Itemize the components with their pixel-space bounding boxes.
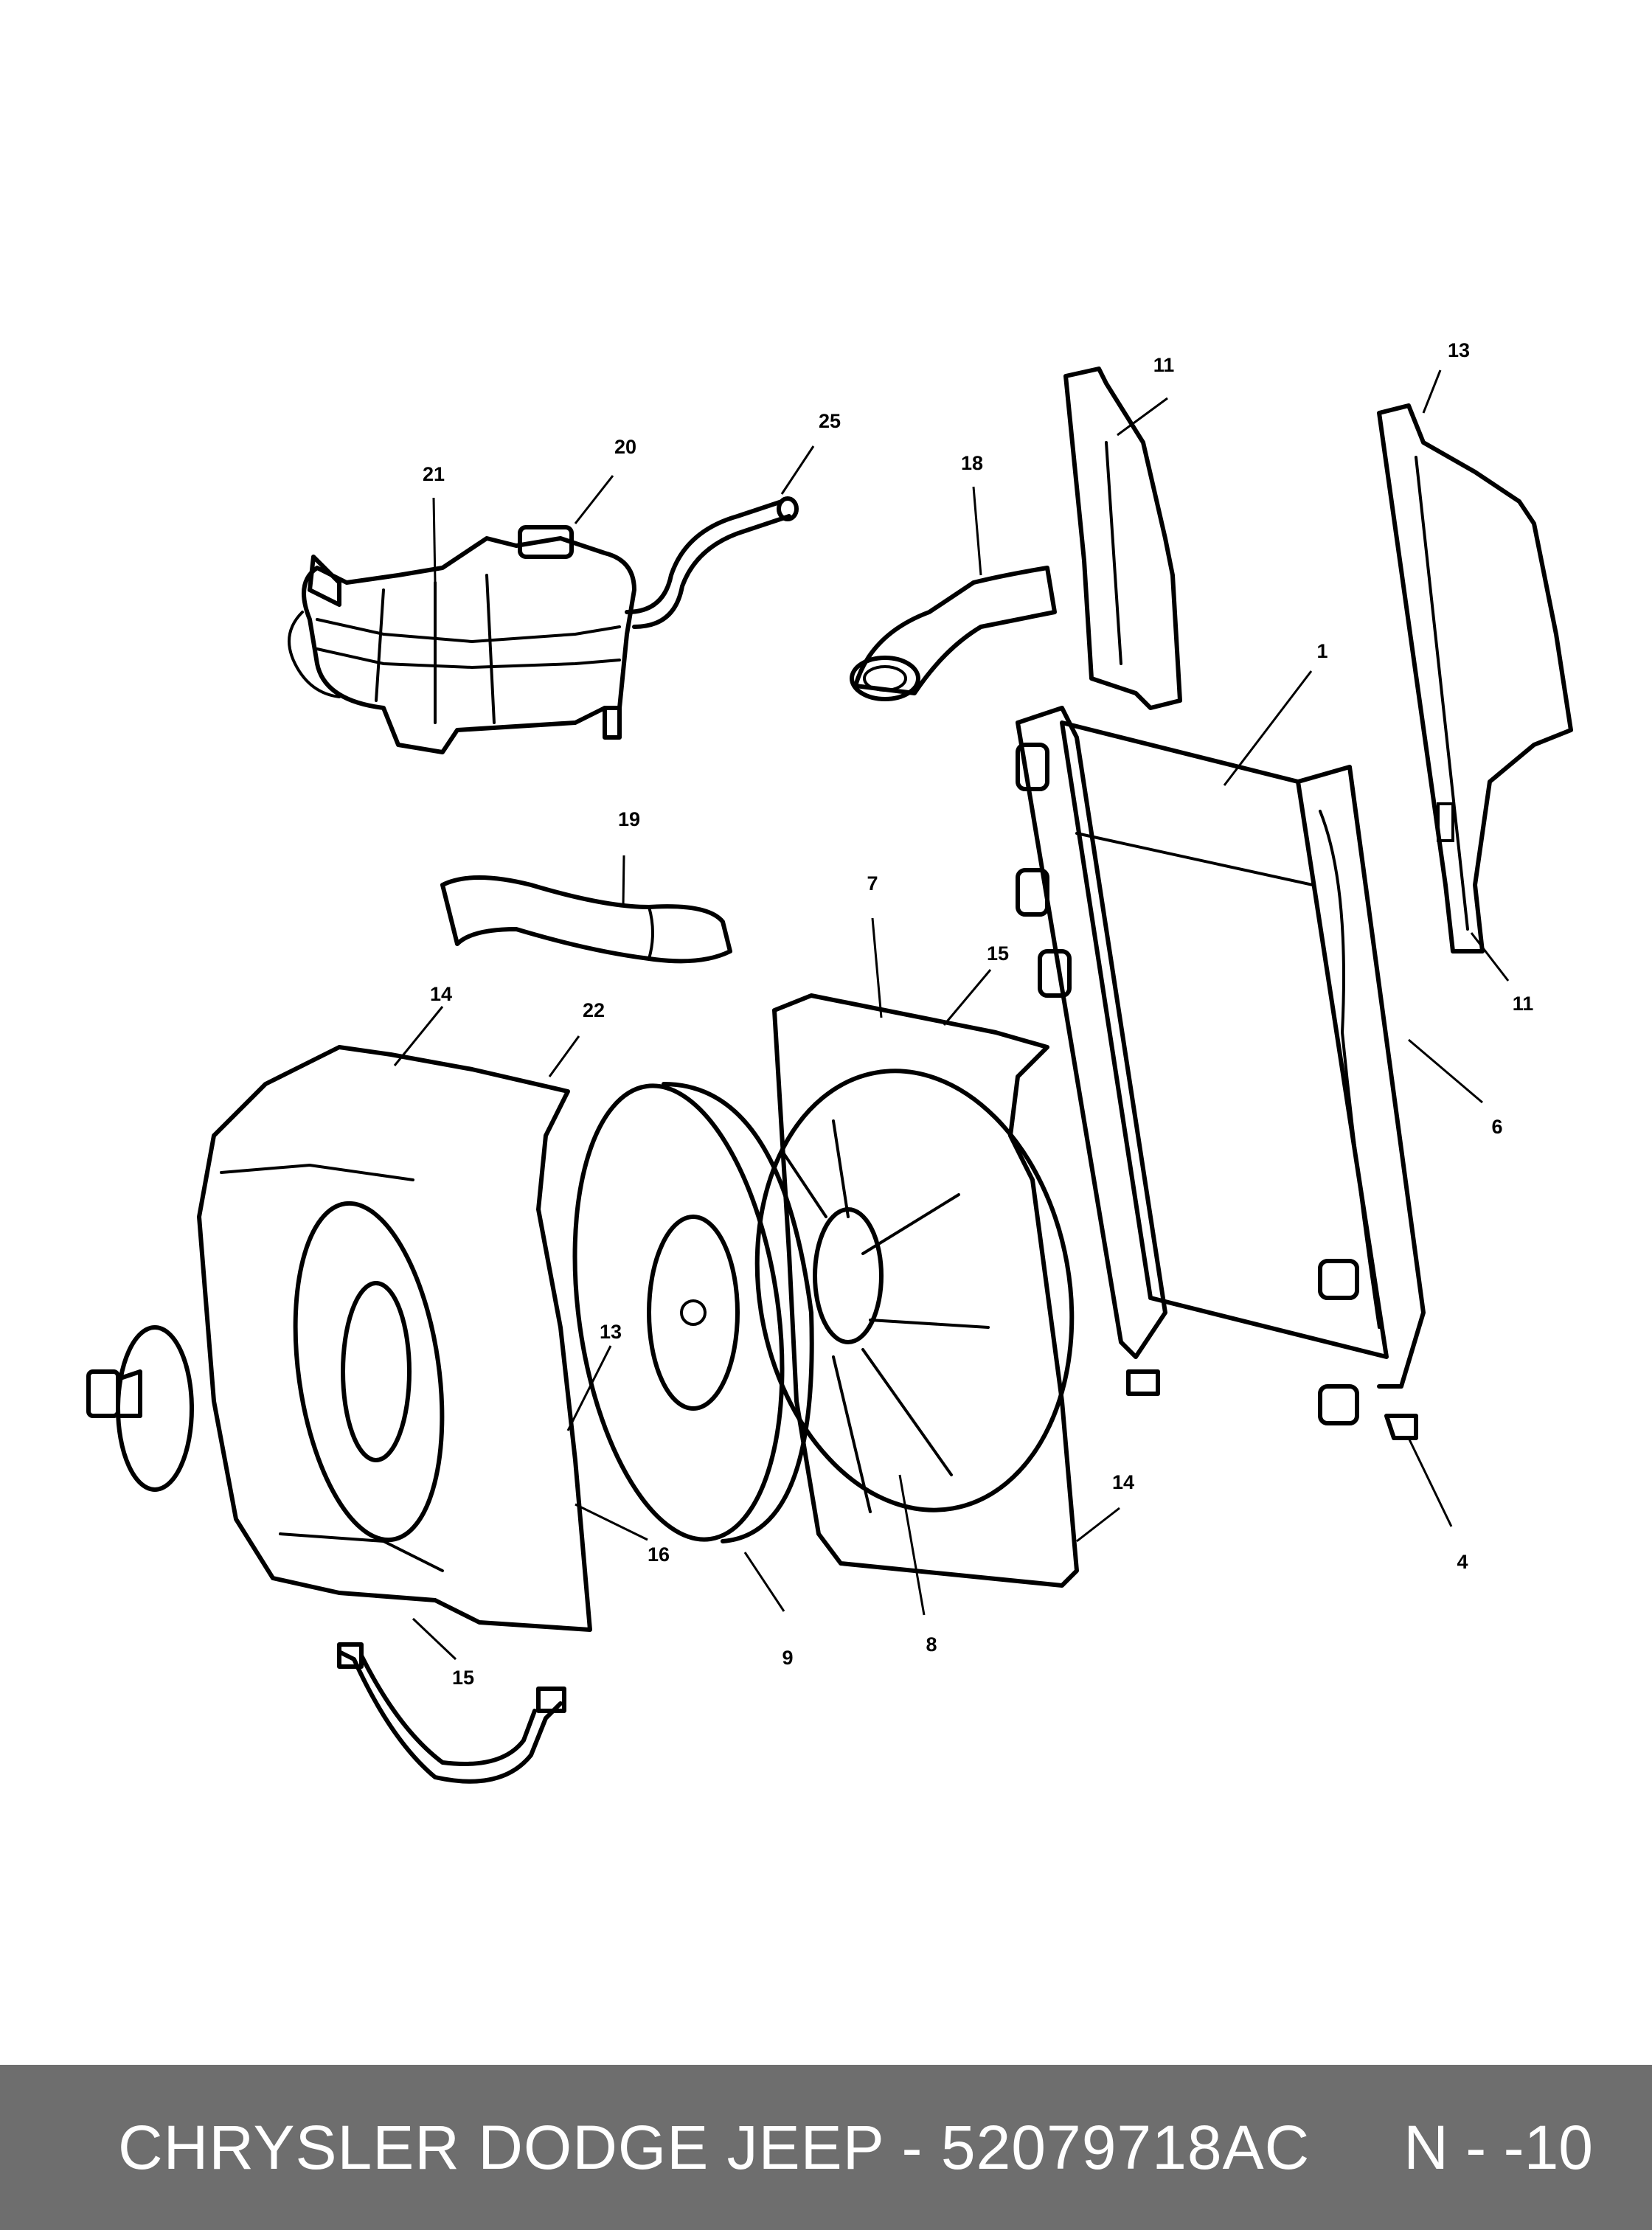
callout-7: 7 <box>867 872 878 895</box>
radiator <box>1016 706 1426 1440</box>
callout-1: 1 <box>1316 640 1328 662</box>
callout-25: 25 <box>819 410 841 432</box>
callout-11-top: 11 <box>1153 354 1175 376</box>
callout-6: 6 <box>1491 1116 1502 1138</box>
parts-diagram: 1 4 6 7 8 9 11 11 13 13 14 14 15 15 16 1… <box>86 339 1573 1784</box>
callout-9: 9 <box>782 1647 793 1669</box>
wire-harness <box>337 1642 566 1784</box>
callout-13-mid: 13 <box>600 1321 622 1343</box>
callout-14-left: 14 <box>430 983 452 1005</box>
footer-title: CHRYSLER DODGE JEEP - 52079718AC <box>118 2112 1311 2182</box>
air-seal-upper <box>1063 367 1182 710</box>
fan-clutch-hub <box>86 1325 194 1492</box>
callout-14-right: 14 <box>1112 1471 1134 1493</box>
callout-15-top: 15 <box>987 942 1009 965</box>
fan-blade <box>572 1082 814 1543</box>
fan-shroud <box>754 993 1079 1588</box>
callouts: 1 4 6 7 8 9 11 11 13 13 14 14 15 15 16 1… <box>423 339 1533 1689</box>
leader-lines <box>393 369 1510 1661</box>
callout-4: 4 <box>1457 1551 1468 1573</box>
callout-8: 8 <box>926 1633 937 1656</box>
callout-22: 22 <box>583 999 605 1021</box>
footer-page-number: N - -10 <box>1403 2112 1593 2182</box>
callout-19: 19 <box>618 808 640 830</box>
callout-20: 20 <box>614 436 636 458</box>
overflow-hose <box>625 496 799 629</box>
callout-18: 18 <box>961 452 983 474</box>
callout-13-top: 13 <box>1448 339 1470 361</box>
air-seal-lower <box>1377 403 1573 954</box>
coolant-reservoir <box>288 525 636 754</box>
lower-radiator-hose <box>440 875 732 964</box>
upper-radiator-hose <box>850 566 1057 701</box>
callout-15-bottom: 15 <box>452 1667 474 1689</box>
callout-11-right: 11 <box>1513 993 1534 1015</box>
callout-21: 21 <box>423 463 445 485</box>
auxiliary-fan-shroud <box>197 1045 592 1632</box>
callout-16: 16 <box>648 1543 670 1566</box>
footer-bar: CHRYSLER DODGE JEEP - 52079718AC N - -10 <box>0 2065 1652 2230</box>
